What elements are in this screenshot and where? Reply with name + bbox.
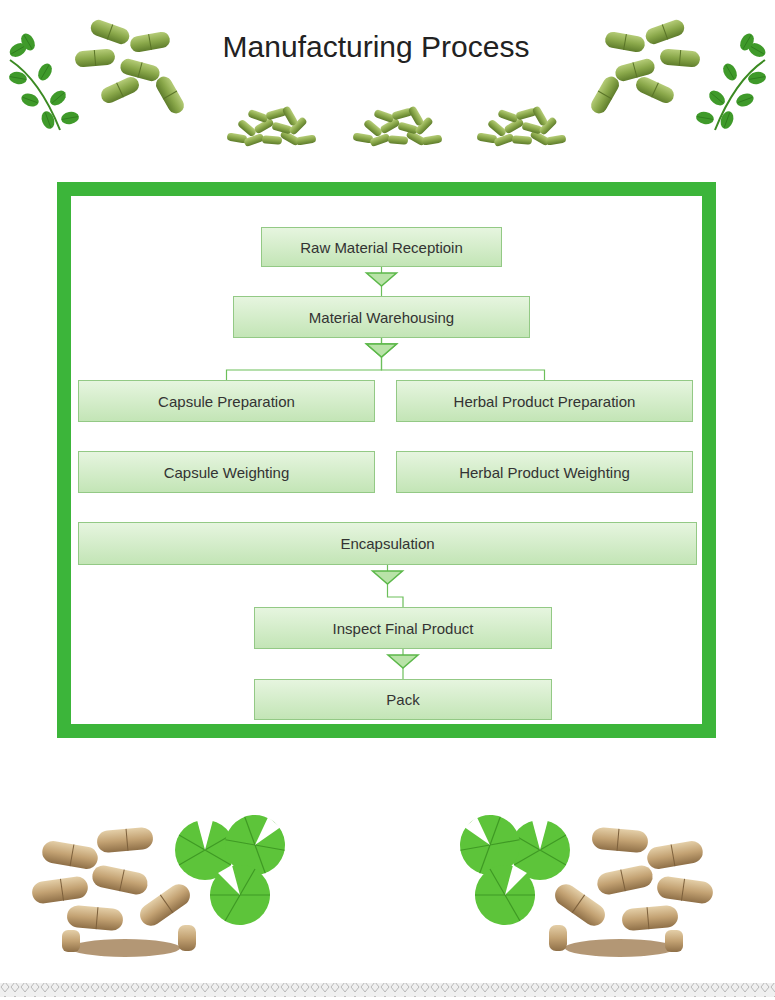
connector-line — [382, 338, 545, 380]
flow-arrow — [227, 338, 397, 380]
process-box: Pack — [254, 679, 552, 720]
box-label: Herbal Product Preparation — [454, 393, 636, 410]
process-box: Herbal Product Weighting — [396, 451, 693, 493]
box-label: Material Warehousing — [309, 309, 454, 326]
connector-line — [227, 338, 382, 380]
flow-arrow — [367, 338, 545, 380]
flow-arrow — [367, 267, 397, 296]
box-label: Capsule Weighting — [164, 464, 290, 481]
process-box: Herbal Product Preparation — [396, 380, 693, 422]
box-label: Pack — [386, 691, 419, 708]
process-box: Inspect Final Product — [254, 607, 552, 649]
process-box: Raw Material Receptioin — [261, 227, 502, 267]
box-label: Raw Material Receptioin — [300, 239, 463, 256]
process-box: Material Warehousing — [233, 296, 530, 338]
flow-arrow — [388, 649, 418, 679]
arrow-head — [373, 571, 403, 584]
process-box: Encapsulation — [78, 522, 697, 565]
box-label: Inspect Final Product — [333, 620, 474, 637]
box-label: Encapsulation — [340, 535, 434, 552]
process-box: Capsule Weighting — [78, 451, 375, 493]
arrow-head — [388, 655, 418, 668]
process-box: Capsule Preparation — [78, 380, 375, 422]
box-label: Herbal Product Weighting — [459, 464, 630, 481]
flow-arrow — [373, 565, 404, 607]
diagram-title: Manufacturing Process — [223, 30, 530, 64]
box-label: Capsule Preparation — [158, 393, 295, 410]
arrow-head — [367, 273, 397, 286]
arrow-head — [367, 344, 397, 357]
arrow-head — [367, 344, 397, 357]
